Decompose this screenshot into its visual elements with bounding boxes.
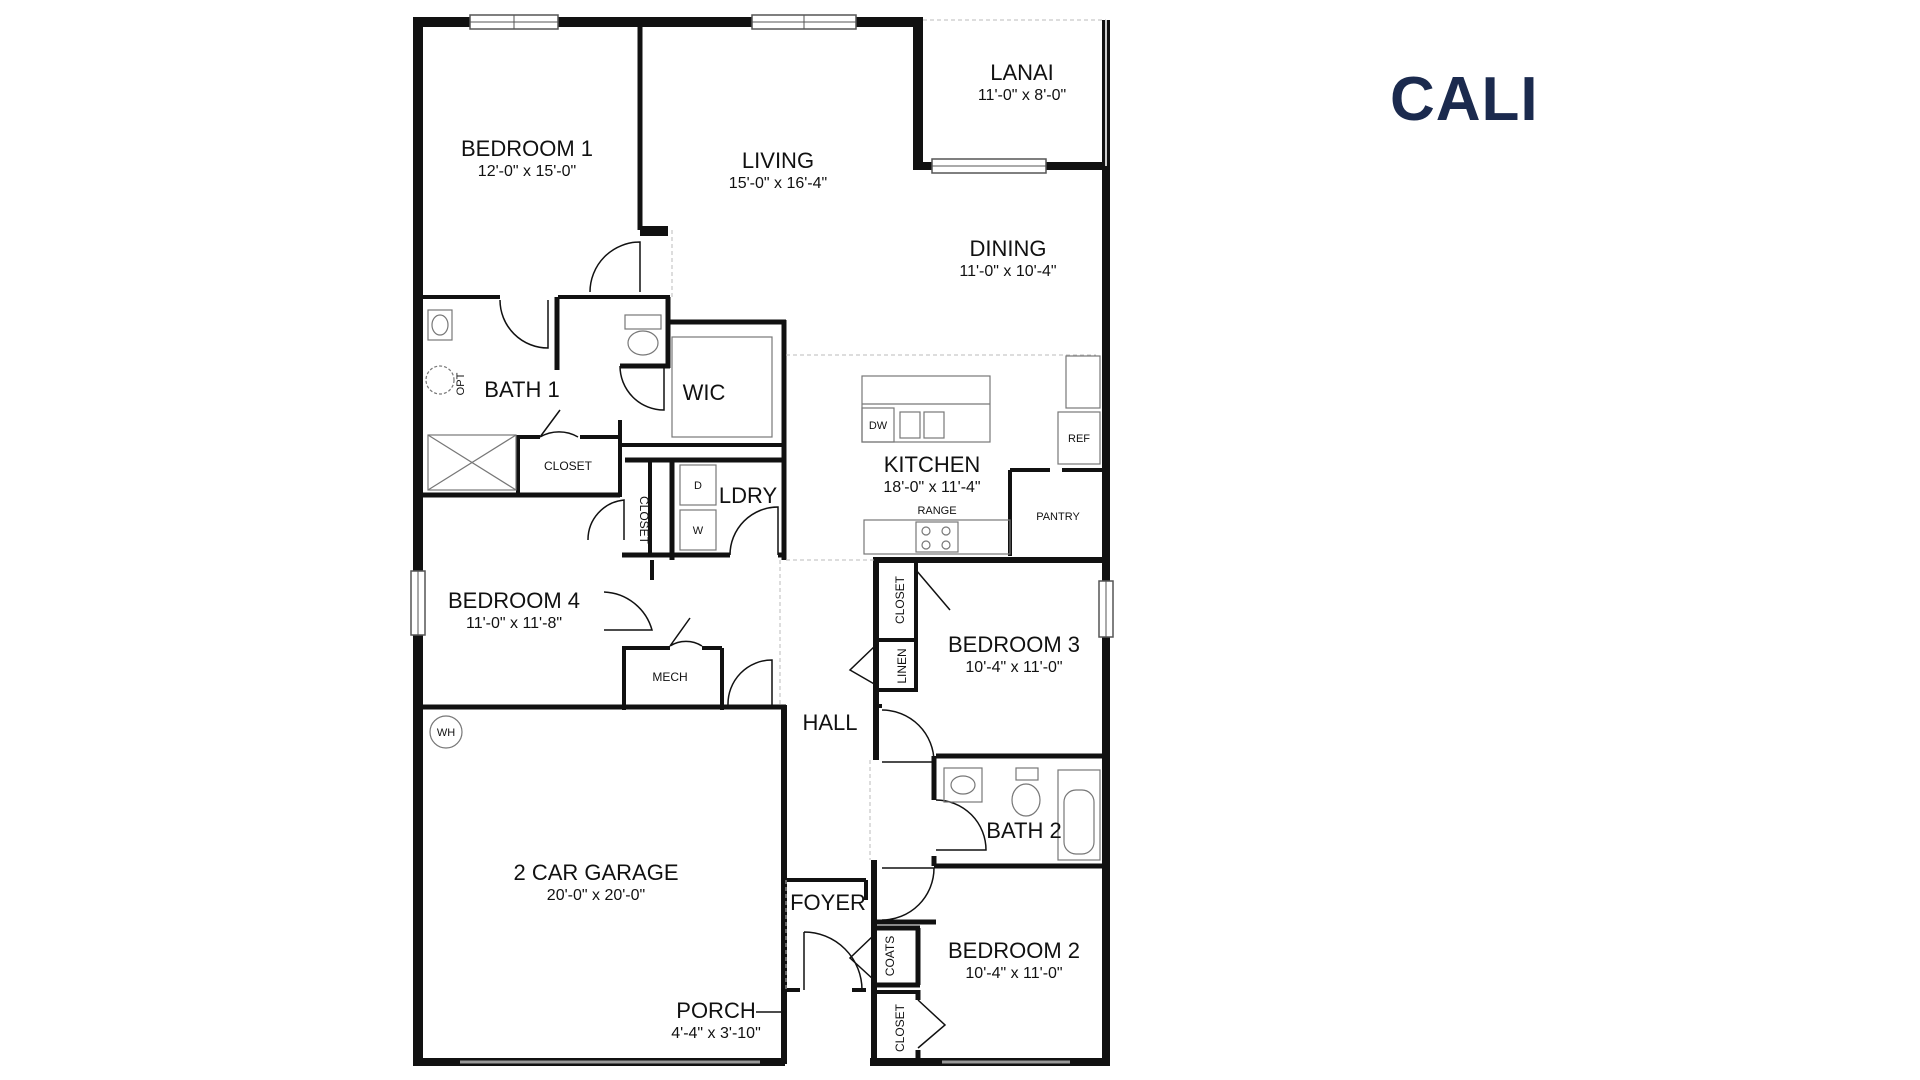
porch-name: PORCH: [676, 998, 755, 1023]
closet-vertical-label: CLOSET: [637, 496, 651, 545]
door-swings: [499, 241, 987, 1049]
kitchen-name: KITCHEN: [884, 452, 981, 477]
mech-label: MECH: [652, 670, 687, 684]
lanai-name: LANAI: [990, 60, 1054, 85]
hall-name: HALL: [802, 710, 857, 735]
open-boundaries: [671, 230, 1096, 990]
bedroom1-dims: 12'-0" x 15'-0": [478, 163, 576, 180]
fixtures: [425, 309, 1101, 1064]
dining-name: DINING: [970, 236, 1047, 261]
garage-name: 2 CAR GARAGE: [513, 860, 678, 885]
plan-title: CALI: [1390, 65, 1539, 134]
closet-bed3-label: CLOSET: [893, 575, 907, 624]
dw-label: DW: [869, 420, 888, 432]
bath1-name: BATH 1: [484, 377, 559, 402]
opt-label: OPT: [455, 372, 467, 395]
bedroom4-dims: 11'-0" x 11'-8": [466, 615, 562, 632]
linen-label: LINEN: [895, 648, 909, 683]
windows: [410, 14, 1114, 638]
ref-label: REF: [1068, 433, 1090, 445]
foyer-name: FOYER: [790, 890, 866, 915]
dining-dims: 11'-0" x 10'-4": [959, 263, 1056, 280]
dryer-label: D: [694, 480, 702, 492]
pantry-label: PANTRY: [1036, 511, 1080, 523]
interior-walls: [418, 22, 1108, 1064]
wic-name: WIC: [683, 380, 726, 405]
bath2-name: BATH 2: [986, 818, 1061, 843]
bedroom3-dims: 10'-4" x 11'-0": [965, 659, 1062, 676]
closet-bath1-label: CLOSET: [544, 459, 593, 473]
bedroom4-name: BEDROOM 4: [448, 588, 580, 613]
washer-label: W: [693, 525, 704, 537]
garage-dims: 20'-0" x 20'-0": [547, 887, 645, 904]
bedroom2-name: BEDROOM 2: [948, 938, 1080, 963]
room-labels: BEDROOM 1 12'-0" x 15'-0" LIVING 15'-0" …: [448, 60, 1080, 1042]
lanai-outline: [923, 19, 1107, 166]
bedroom2-dims: 10'-4" x 11'-0": [965, 965, 1062, 982]
small-labels: CLOSET CLOSET CLOSET LINEN COATS CLOSET …: [437, 372, 1090, 1052]
closet-bed2-label: CLOSET: [893, 1003, 907, 1052]
kitchen-dims: 18'-0" x 11'-4": [883, 479, 980, 496]
range-label: RANGE: [917, 505, 956, 517]
bedroom3-name: BEDROOM 3: [948, 632, 1080, 657]
coats-label: COATS: [883, 936, 897, 976]
living-name: LIVING: [742, 148, 814, 173]
porch-dims: 4'-4" x 3'-10": [671, 1025, 761, 1042]
bedroom1-name: BEDROOM 1: [461, 136, 593, 161]
living-dims: 15'-0" x 16'-4": [729, 175, 827, 192]
lanai-dims: 11'-0" x 8'-0": [978, 87, 1066, 104]
wh-label: WH: [437, 727, 455, 739]
ldry-name: LDRY: [719, 483, 778, 508]
